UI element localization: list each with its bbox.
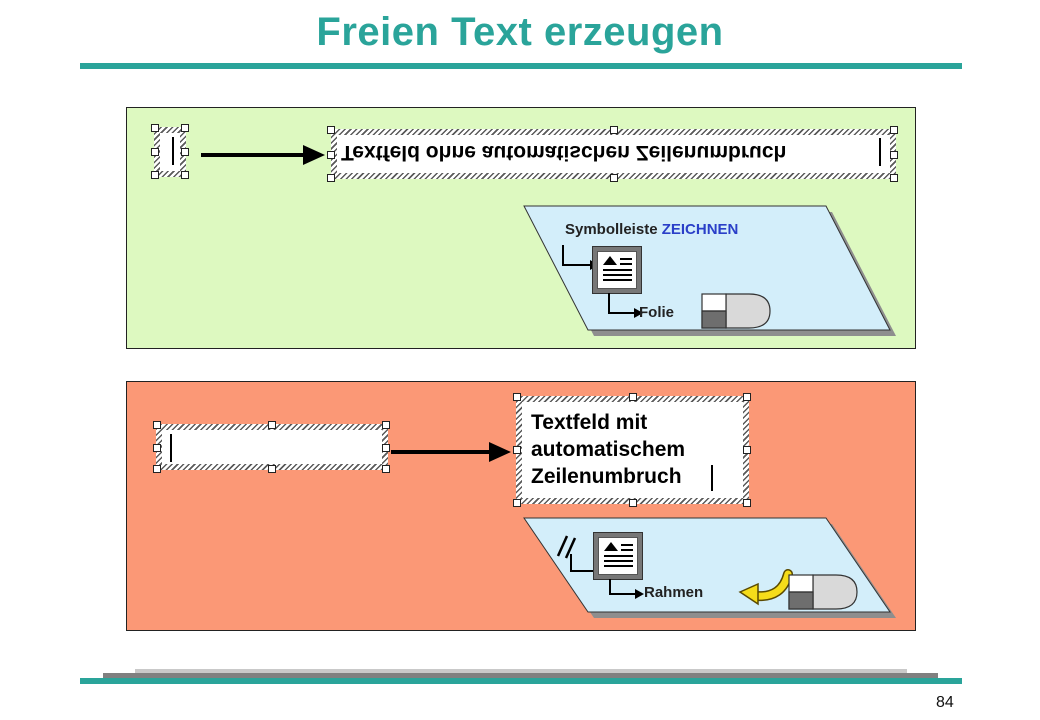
textbox-wrap[interactable] <box>516 396 749 504</box>
text-cursor <box>170 434 172 462</box>
resize-handle[interactable] <box>153 421 161 429</box>
resize-handle[interactable] <box>151 148 159 156</box>
resize-handle[interactable] <box>181 148 189 156</box>
resize-handle[interactable] <box>327 126 335 134</box>
resize-handle[interactable] <box>181 124 189 132</box>
resize-handle[interactable] <box>513 393 521 401</box>
resize-handle[interactable] <box>629 393 637 401</box>
textbox-wrap-text: Textfeld mit automatischem Zeilenumbruch <box>531 409 685 490</box>
footer-rule <box>135 669 907 674</box>
resize-handle[interactable] <box>382 421 390 429</box>
resize-handle[interactable] <box>382 465 390 473</box>
text-cursor <box>711 465 713 491</box>
panel-wrap: Textfeld mit automatischem Zeilenumbruch… <box>126 381 916 631</box>
resize-handle[interactable] <box>382 444 390 452</box>
skip-marker-icon <box>556 535 577 559</box>
resize-handle[interactable] <box>153 444 161 452</box>
resize-handle[interactable] <box>327 174 335 182</box>
resize-handle[interactable] <box>513 499 521 507</box>
resize-handle[interactable] <box>268 465 276 473</box>
mouse-icon <box>788 574 858 610</box>
resize-handle[interactable] <box>629 499 637 507</box>
panel-no-wrap: Textfeld ohne automatischen Zeilenumbruc… <box>126 107 916 349</box>
small-textbox-frame[interactable] <box>154 127 186 177</box>
resize-handle[interactable] <box>743 499 751 507</box>
elbow-arrow-icon <box>609 579 644 599</box>
text-cursor <box>879 138 881 166</box>
elbow-arrow-icon <box>608 293 643 318</box>
resize-handle[interactable] <box>743 393 751 401</box>
slide-title: Freien Text erzeugen <box>316 10 724 54</box>
mouse-icon <box>701 293 771 329</box>
text-cursor <box>172 137 174 165</box>
wrap-line: automatischem <box>531 438 686 461</box>
toolbar-callout <box>523 205 896 336</box>
resize-handle[interactable] <box>890 174 898 182</box>
resize-handle[interactable] <box>268 421 276 429</box>
resize-handle[interactable] <box>327 151 335 159</box>
resize-handle[interactable] <box>610 174 618 182</box>
textbox-no-wrap-text: Textfeld ohne automatischen Zeilenumbruc… <box>341 141 787 164</box>
footer-rule <box>80 678 962 684</box>
resize-handle[interactable] <box>151 124 159 132</box>
yellow-arrow-icon <box>738 569 793 606</box>
wrap-line: Textfeld mit <box>531 411 648 434</box>
page-number: 84 <box>936 694 954 711</box>
textbox-icon[interactable] <box>593 532 643 580</box>
resize-handle[interactable] <box>151 171 159 179</box>
resize-handle[interactable] <box>153 465 161 473</box>
textbox-no-wrap[interactable] <box>331 129 896 179</box>
action-label-rahmen: Rahmen <box>644 584 704 601</box>
resize-handle[interactable] <box>513 446 521 454</box>
textbox-icon[interactable] <box>592 246 642 294</box>
resize-handle[interactable] <box>890 151 898 159</box>
wide-textbox-frame[interactable] <box>156 424 388 470</box>
action-label-folie: Folie <box>639 304 675 321</box>
resize-handle[interactable] <box>743 446 751 454</box>
title-rule <box>80 63 962 69</box>
resize-handle[interactable] <box>181 171 189 179</box>
resize-handle[interactable] <box>610 126 618 134</box>
toolbar-label: Symbolleiste ZEICHNEN <box>565 221 739 238</box>
wrap-line: Zeilenumbruch <box>531 465 682 488</box>
footer-rule <box>103 673 938 678</box>
resize-handle[interactable] <box>890 126 898 134</box>
